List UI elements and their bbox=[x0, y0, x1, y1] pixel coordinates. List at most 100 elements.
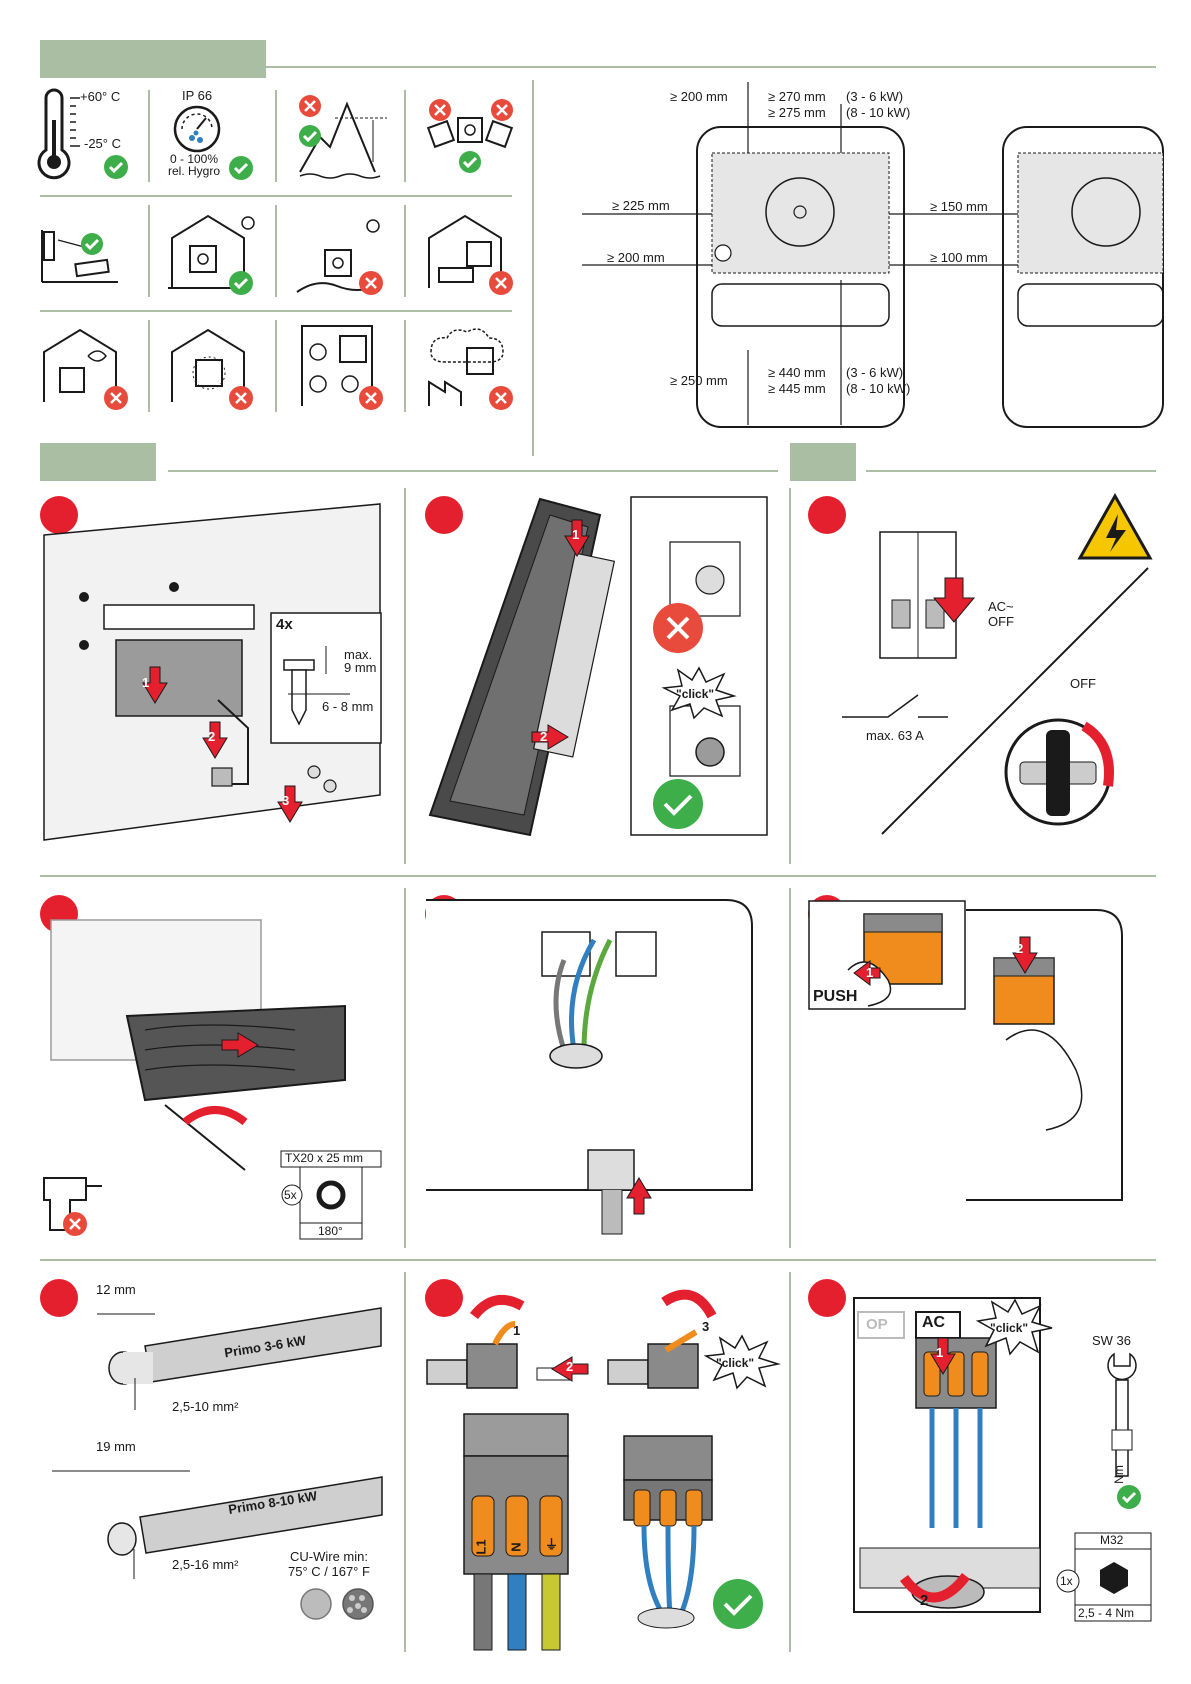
screw-head-max: max. bbox=[344, 647, 373, 662]
step-number: 2 bbox=[566, 1359, 574, 1374]
check-icon bbox=[653, 779, 703, 829]
arrow-icon bbox=[900, 1572, 970, 1603]
step-number: 1 bbox=[142, 675, 150, 690]
wall-mount-icon bbox=[41, 230, 118, 283]
header-rule bbox=[866, 470, 1156, 472]
cross-icon bbox=[299, 95, 321, 117]
hang-detail-box bbox=[630, 496, 768, 836]
thermometer-icon bbox=[37, 88, 80, 180]
step-marker bbox=[40, 496, 78, 534]
clearance-left-a: ≥ 225 mm bbox=[612, 198, 670, 213]
hygro-label: rel. Hygro bbox=[168, 164, 221, 178]
arrow-icon bbox=[551, 1356, 589, 1382]
header-rule bbox=[266, 66, 1156, 68]
altitude-icon bbox=[299, 101, 387, 179]
step-number: 1 bbox=[936, 1345, 944, 1360]
arrow-icon bbox=[564, 519, 590, 557]
gland-torque: 2,5 - 4 Nm bbox=[1078, 1606, 1135, 1620]
check-icon bbox=[81, 233, 103, 255]
torx-screw-qty: 5x bbox=[284, 1188, 297, 1202]
header-rule bbox=[168, 470, 778, 472]
cross-icon bbox=[359, 271, 383, 295]
screw-head-max-value: 9 mm bbox=[344, 660, 377, 675]
step-number: 1 bbox=[513, 1323, 521, 1338]
op-label: OP bbox=[866, 1316, 888, 1333]
push-label: PUSH bbox=[813, 988, 858, 1005]
grid-rule bbox=[148, 205, 150, 297]
qty-circle bbox=[1056, 1569, 1080, 1593]
clearance-bottom-b: ≥ 445 mm bbox=[768, 381, 826, 396]
column-divider bbox=[404, 1272, 406, 1652]
step-marker bbox=[425, 1279, 463, 1317]
clearance-diagram bbox=[582, 82, 1164, 428]
clearance-top-a-power: (3 - 6 kW) bbox=[846, 89, 904, 104]
check-icon bbox=[299, 125, 321, 147]
gland-qty: 1x bbox=[1060, 1574, 1073, 1588]
arrow-icon bbox=[661, 1289, 717, 1319]
industrial-icon bbox=[428, 328, 504, 406]
column-divider bbox=[404, 488, 406, 864]
clearance-bottom-a: ≥ 440 mm bbox=[768, 365, 826, 380]
step-number: 1 bbox=[572, 527, 580, 542]
cross-icon bbox=[359, 386, 383, 410]
terminal-label-l1: L1 bbox=[473, 1539, 489, 1555]
greenhouse-icon bbox=[43, 328, 117, 402]
gland-size: M32 bbox=[1100, 1533, 1124, 1547]
cover-removal-illustration bbox=[50, 919, 346, 1171]
step-number: 2 bbox=[1016, 941, 1024, 956]
livestock-icon bbox=[301, 325, 373, 406]
connector-terminal-illustration bbox=[966, 909, 1123, 1201]
grid-rule bbox=[275, 205, 277, 297]
fuse-rating: max. 63 A bbox=[866, 728, 924, 743]
arrow-icon bbox=[1012, 936, 1038, 974]
cross-icon bbox=[491, 99, 513, 121]
click-burst-icon bbox=[661, 666, 737, 720]
screw-detail-box bbox=[270, 612, 382, 744]
grid-rule bbox=[40, 310, 512, 312]
cross-icon bbox=[653, 603, 703, 653]
section-header-installation bbox=[40, 443, 156, 481]
hang-inverter-illustration bbox=[428, 497, 616, 837]
divider-diagonal bbox=[881, 567, 1149, 835]
step-marker bbox=[425, 496, 463, 534]
cross-icon bbox=[489, 271, 513, 295]
row-divider bbox=[40, 1259, 1156, 1261]
rotary-switch-illustration bbox=[1004, 718, 1114, 826]
row-divider bbox=[40, 875, 1156, 877]
cu-wire-rating: 75° C / 167° F bbox=[288, 1564, 370, 1579]
click-burst-icon bbox=[703, 1334, 781, 1390]
orientation-icon bbox=[426, 117, 514, 149]
arrow-icon bbox=[470, 1294, 525, 1320]
column-divider bbox=[789, 1272, 791, 1652]
cross-icon bbox=[104, 386, 128, 410]
terminal-block-illustration bbox=[463, 1413, 569, 1651]
clearance-top-b: ≥ 275 mm bbox=[768, 105, 826, 120]
torque-wrench-unit: Nm bbox=[1111, 1465, 1126, 1484]
clearance-top-b-power: (8 - 10 kW) bbox=[846, 105, 911, 120]
arrow-icon bbox=[277, 785, 303, 823]
grid-rule bbox=[148, 320, 150, 412]
check-icon bbox=[229, 156, 253, 180]
clearance-right-a: ≥ 150 mm bbox=[930, 199, 988, 214]
arrow-down-icon bbox=[932, 577, 976, 623]
terminal-label-pe: ⏚ bbox=[545, 1537, 559, 1552]
wire-b-illustration bbox=[52, 1470, 383, 1579]
check-icon bbox=[229, 271, 253, 295]
column-divider bbox=[789, 488, 791, 864]
torx-angle: 180° bbox=[318, 1224, 343, 1238]
click-burst-icon bbox=[975, 1298, 1053, 1356]
cu-wire-label: CU-Wire min: bbox=[290, 1549, 368, 1564]
click-label: "click" bbox=[676, 687, 715, 701]
cross-icon bbox=[489, 386, 513, 410]
step-number: 1 bbox=[866, 965, 874, 980]
clearance-bottom-min: ≥ 250 mm bbox=[670, 373, 728, 388]
clearance-top-a: ≥ 270 mm bbox=[768, 89, 826, 104]
grid-rule bbox=[404, 90, 406, 182]
final-connection-illustration bbox=[853, 1297, 1041, 1613]
wrench-size: SW 36 bbox=[1092, 1333, 1132, 1348]
terminal-label-n: N bbox=[508, 1542, 524, 1552]
arrow-icon bbox=[930, 1337, 956, 1375]
section-header-environment bbox=[40, 40, 266, 78]
terminal-close-illustration bbox=[607, 1329, 699, 1389]
column-divider bbox=[404, 888, 406, 1248]
